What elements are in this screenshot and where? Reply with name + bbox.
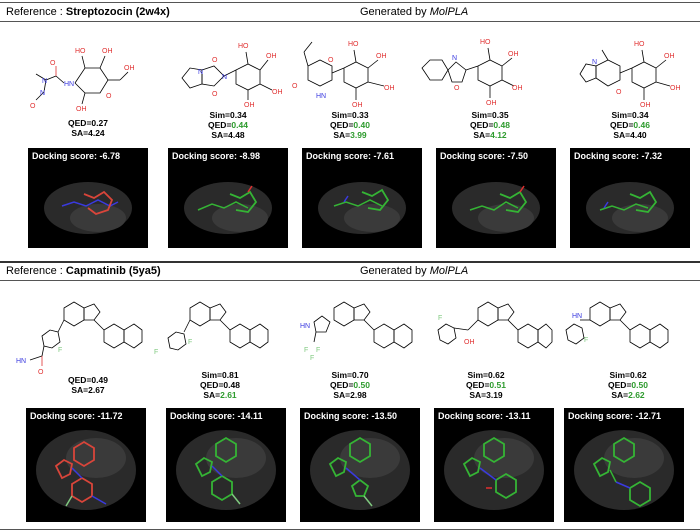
svg-text:O: O xyxy=(292,83,298,90)
svg-text:O: O xyxy=(50,60,56,67)
row2-generated-header: Generated by MolPLA xyxy=(360,265,468,277)
row1-generated-docking-panel-3: Docking score: -7.50 xyxy=(436,148,556,248)
row2-reference-name: Capmatinib (5ya5) xyxy=(65,265,161,277)
row1-reference-stats: QED=0.27 SA=4.24 xyxy=(68,118,108,138)
row2-generated-prefix: Generated by xyxy=(360,265,430,277)
svg-text:HO: HO xyxy=(634,41,645,48)
row2-generated-model: MolPLA xyxy=(429,265,469,277)
svg-text:F: F xyxy=(154,349,158,356)
svg-text:F: F xyxy=(438,315,442,322)
svg-text:O: O xyxy=(616,89,622,96)
svg-text:HN: HN xyxy=(16,358,26,365)
row2-reference-header: Reference : Capmatinib (5ya5) xyxy=(6,265,161,277)
svg-text:HN: HN xyxy=(64,81,74,88)
svg-text:OH: OH xyxy=(508,51,519,58)
svg-text:O: O xyxy=(454,85,460,92)
svg-text:N: N xyxy=(198,69,203,76)
row2-generated-stats-1: Sim=0.81 QED=0.48 SA=2.61 xyxy=(200,370,240,400)
row1-generated-molecule-1: O O HO OH OH OH N N xyxy=(168,28,288,109)
row2-generated-stats-4: Sim=0.62 QED=0.50 SA=2.62 xyxy=(608,370,648,400)
svg-text:N: N xyxy=(42,78,47,85)
svg-text:O: O xyxy=(38,369,44,376)
row1-generated-prefix: Generated by xyxy=(360,6,430,18)
svg-text:O: O xyxy=(30,103,36,110)
svg-text:OH: OH xyxy=(102,48,113,55)
svg-text:OH: OH xyxy=(664,53,675,60)
row2-generated-stats-3: Sim=0.62 QED=0.51 SA=3.19 xyxy=(466,370,506,400)
svg-text:OH: OH xyxy=(352,102,363,109)
row1-generated-molecule-4: O HO OH OH OH N xyxy=(570,28,690,109)
row2-generated-molecule-3: OH F xyxy=(424,286,554,366)
row1-generated-docking-panel-1: Docking score: -8.98 xyxy=(168,148,288,248)
row1-reference-name: Streptozocin (2w4x) xyxy=(65,6,170,18)
svg-text:HO: HO xyxy=(348,41,359,48)
svg-text:F: F xyxy=(188,339,192,346)
svg-text:F: F xyxy=(310,355,314,362)
svg-text:OH: OH xyxy=(76,106,87,113)
row2-generated-docking-panel-3: Docking score: -13.11 xyxy=(434,408,554,522)
svg-text:F: F xyxy=(584,337,588,344)
svg-text:OH: OH xyxy=(124,65,135,72)
top-rule xyxy=(0,2,700,3)
row1-header-rule xyxy=(0,21,700,22)
row2-reference-docking-panel: Docking score: -11.72 xyxy=(26,408,146,522)
row2-generated-stats-2: Sim=0.70 QED=0.50 SA=2.98 xyxy=(330,370,370,400)
row1-generated-docking-panel-2: Docking score: -7.61 xyxy=(302,148,422,248)
docking-score-label: Docking score: -6.78 xyxy=(32,151,121,161)
row1-generated-model: MolPLA xyxy=(429,6,469,18)
row1-generated-docking-panel-4: Docking score: -7.32 xyxy=(570,148,690,248)
row2-generated-docking-panel-2: Docking score: -13.50 xyxy=(300,408,420,522)
row1-generated-molecule-3: O HO OH OH OH N xyxy=(408,28,528,108)
svg-text:N: N xyxy=(222,74,227,81)
svg-text:N: N xyxy=(40,90,45,97)
row1-reference-molecule: HO OH OH OH O HN O N N O xyxy=(20,28,140,118)
row1-generated-molecule-2: O HN O HO OH OH OH xyxy=(288,28,408,109)
row2-reference-stats: QED=0.49 SA=2.67 xyxy=(68,375,108,395)
svg-text:OH: OH xyxy=(512,85,523,92)
svg-text:F: F xyxy=(304,347,308,354)
svg-text:OH: OH xyxy=(670,85,681,92)
svg-text:F: F xyxy=(316,347,320,354)
row1-generated-stats-4: Sim=0.34 QED=0.46 SA=4.40 xyxy=(610,110,650,140)
svg-text:N: N xyxy=(592,59,597,66)
row2-generated-docking-panel-4: Docking score: -12.71 xyxy=(564,408,684,522)
row1-generated-stats-1: Sim=0.34 QED=0.44 SA=4.48 xyxy=(208,110,248,140)
row2-generated-molecule-2: HN F F F xyxy=(300,286,430,366)
svg-text:OH: OH xyxy=(272,89,283,96)
svg-text:HO: HO xyxy=(75,48,86,55)
svg-text:O: O xyxy=(212,91,218,98)
row1-generated-header: Generated by MolPLA xyxy=(360,6,468,18)
row2-generated-molecule-1: F F xyxy=(150,286,280,366)
svg-text:N: N xyxy=(452,55,457,62)
row2-header-rule xyxy=(0,280,700,281)
row1-reference-label: Reference : xyxy=(6,6,66,18)
row-separator-rule xyxy=(0,261,700,263)
row2-reference-molecule: O HN F xyxy=(14,286,144,376)
svg-text:OH: OH xyxy=(640,102,651,109)
svg-text:OH: OH xyxy=(376,53,387,60)
row1-generated-stats-2: Sim=0.33 QED=0.40 SA=3.99 xyxy=(330,110,370,140)
svg-text:OH: OH xyxy=(244,102,255,109)
svg-text:O: O xyxy=(212,57,218,64)
svg-text:OH: OH xyxy=(384,85,395,92)
row1-generated-stats-3: Sim=0.35 QED=0.48 SA=4.12 xyxy=(470,110,510,140)
svg-text:OH: OH xyxy=(266,53,277,60)
svg-text:OH: OH xyxy=(486,100,497,107)
svg-text:HN: HN xyxy=(572,313,582,320)
row2-generated-docking-panel-1: Docking score: -14.11 xyxy=(166,408,286,522)
svg-text:F: F xyxy=(58,347,62,354)
bottom-rule xyxy=(0,529,700,530)
svg-text:HO: HO xyxy=(238,43,249,50)
svg-text:HN: HN xyxy=(316,93,326,100)
row2-reference-label: Reference : xyxy=(6,265,66,277)
row2-generated-molecule-4: HN F xyxy=(560,286,690,366)
row1-reference-docking-panel: Docking score: -6.78 xyxy=(28,148,148,248)
svg-text:O: O xyxy=(328,57,334,64)
svg-text:O: O xyxy=(106,93,112,100)
svg-text:OH: OH xyxy=(464,339,475,346)
svg-text:HO: HO xyxy=(480,39,491,46)
row1-reference-header: Reference : Streptozocin (2w4x) xyxy=(6,6,170,18)
svg-text:HN: HN xyxy=(300,323,310,330)
